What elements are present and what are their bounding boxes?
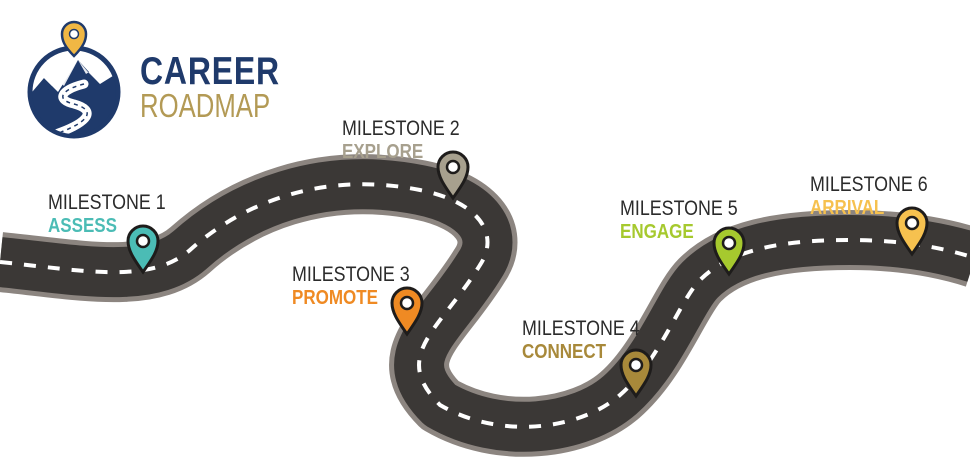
logo-text: CAREER ROADMAP: [140, 52, 311, 122]
milestone-pins: [126, 150, 929, 399]
milestone-4-title: MILESTONE 4: [522, 317, 640, 340]
logo-title-career: CAREER: [140, 50, 280, 93]
mountain-road-pin-icon: [27, 20, 121, 139]
milestone-3-title: MILESTONE 3: [292, 263, 410, 286]
winding-road: [0, 154, 970, 457]
milestone-2-label: MILESTONE 2 EXPLORE: [342, 118, 481, 162]
milestone-2-name: EXPLORE: [342, 141, 424, 163]
milestone-3-label: MILESTONE 3 PROMOTE: [292, 264, 431, 308]
milestone-5-pin-icon: [712, 226, 746, 277]
milestone-2-title: MILESTONE 2: [342, 117, 460, 140]
milestone-2-pin-icon: [436, 150, 470, 201]
milestone-4-pin-icon: [619, 348, 653, 399]
milestone-1-name: ASSESS: [48, 215, 117, 237]
milestone-5-title: MILESTONE 5: [620, 197, 738, 220]
milestone-6-title: MILESTONE 6: [810, 173, 928, 196]
milestone-6-pin-icon: [895, 206, 929, 257]
milestone-1-pin-icon: [126, 224, 160, 275]
milestone-6-name: ARRIVAL: [810, 197, 885, 219]
milestone-5-name: ENGAGE: [620, 221, 694, 243]
milestone-1-label: MILESTONE 1 ASSESS: [48, 192, 187, 236]
milestone-1-title: MILESTONE 1: [48, 191, 166, 214]
milestone-4-label: MILESTONE 4 CONNECT: [522, 318, 661, 362]
milestone-3-name: PROMOTE: [292, 287, 378, 309]
milestone-5-label: MILESTONE 5 ENGAGE: [620, 198, 759, 242]
milestone-3-pin-icon: [390, 286, 424, 337]
milestone-4-name: CONNECT: [522, 341, 607, 363]
logo-title-roadmap: ROADMAP: [140, 87, 271, 124]
milestone-6-label: MILESTONE 6 ARRIVAL: [810, 174, 949, 218]
